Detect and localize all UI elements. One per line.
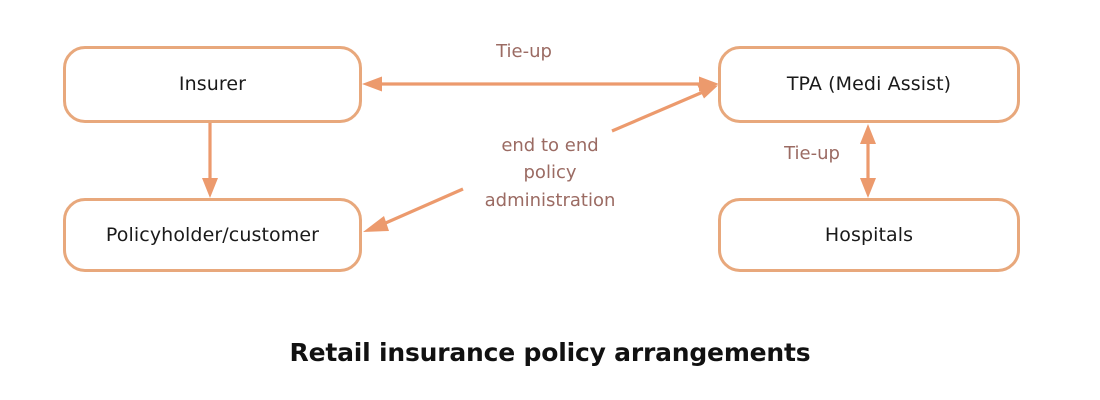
node-insurer-label: Insurer [178,73,247,96]
node-tpa-label: TPA (Medi Assist) [786,73,952,96]
node-policyholder-label: Policyholder/customer [105,223,320,246]
edge-tpa-hospitals [860,124,876,198]
edge-label-line-2: policy [523,162,577,184]
diagram-title: Retail insurance policy arrangements [289,338,811,367]
edge-label-line-1: end to end [501,135,599,156]
arrowhead-down-hospitals [860,178,876,198]
edge-label-end-to-end-policy-administration: end to end policy administration [450,132,650,214]
arrowhead-upright-tpa [697,84,718,99]
edge-admin-policyholder [363,187,464,232]
node-hospitals-label: Hospitals [824,223,914,246]
arrowhead-left-insurer [362,76,382,92]
arrowhead-up-tpa [860,124,876,144]
edge-label-tie-up-insurer-tpa: Tie-up [496,41,552,62]
edge-insurer-policyholder [202,123,218,198]
node-insurer[interactable]: Insurer [63,46,362,123]
edge-label-tie-up-tpa-hospitals: Tie-up [784,143,840,164]
node-tpa[interactable]: TPA (Medi Assist) [718,46,1020,123]
edge-label-line-3: administration [484,189,616,211]
node-policyholder[interactable]: Policyholder/customer [63,198,362,272]
edge-admin-tpa [611,84,718,133]
arrowhead-down-policyholder [202,178,218,198]
edge-insurer-tpa [362,76,719,92]
node-hospitals[interactable]: Hospitals [718,198,1020,272]
arrowhead-downleft-policyholder [363,216,389,232]
